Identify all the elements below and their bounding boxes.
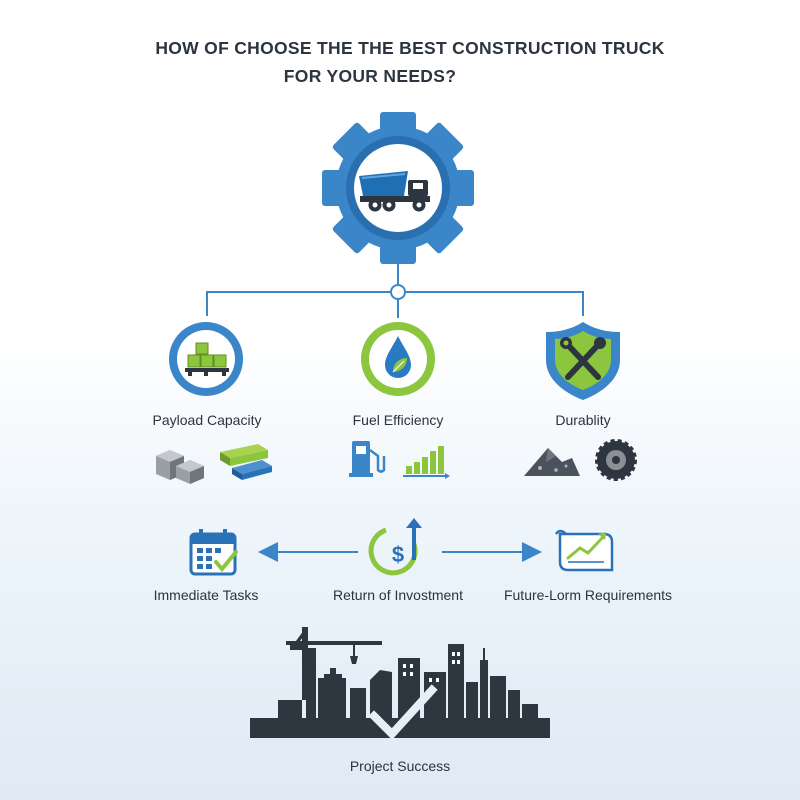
dump-truck-icon [359, 171, 430, 212]
page-title-line-1: HOW OF CHOOSE THE THE BEST CONSTRUCTION … [155, 38, 665, 58]
shield-wrench-icon [546, 322, 620, 400]
dollar-arrow-icon: $ [368, 518, 422, 576]
gear-truck-icon [322, 112, 474, 264]
junction-node [390, 284, 406, 300]
timeline-label-immediate: Immediate Tasks [153, 587, 259, 603]
pallet-boxes-icon [169, 322, 243, 396]
chart-document-icon [554, 529, 614, 572]
fuel-pump-icon [349, 441, 386, 477]
calendar-check-icon [189, 529, 238, 576]
bar-chart-up-icon [403, 446, 450, 479]
factor-label-fuel: Fuel Efficiency [352, 412, 444, 428]
tire-icon [595, 439, 637, 481]
factor-label-payload: Payload Capacity [152, 412, 262, 428]
gravel-pile-icon [524, 448, 580, 476]
steel-beams-icon [220, 444, 272, 480]
timeline-label-roi: Return of Invostment [333, 587, 463, 603]
fuel-drop-leaf-icon [361, 322, 435, 396]
timeline-label-future: Future-Lorm Requirements [503, 587, 673, 603]
factor-label-durability: Durablity [555, 412, 611, 428]
outcome-label: Project Success [349, 758, 451, 774]
page-title-line-2: FOR YOUR NEEDS? [283, 66, 457, 86]
city-skyline-icon [250, 627, 550, 740]
svg-text:$: $ [392, 542, 404, 567]
stacked-blocks-icon [156, 450, 204, 484]
connector-lines [206, 262, 584, 318]
